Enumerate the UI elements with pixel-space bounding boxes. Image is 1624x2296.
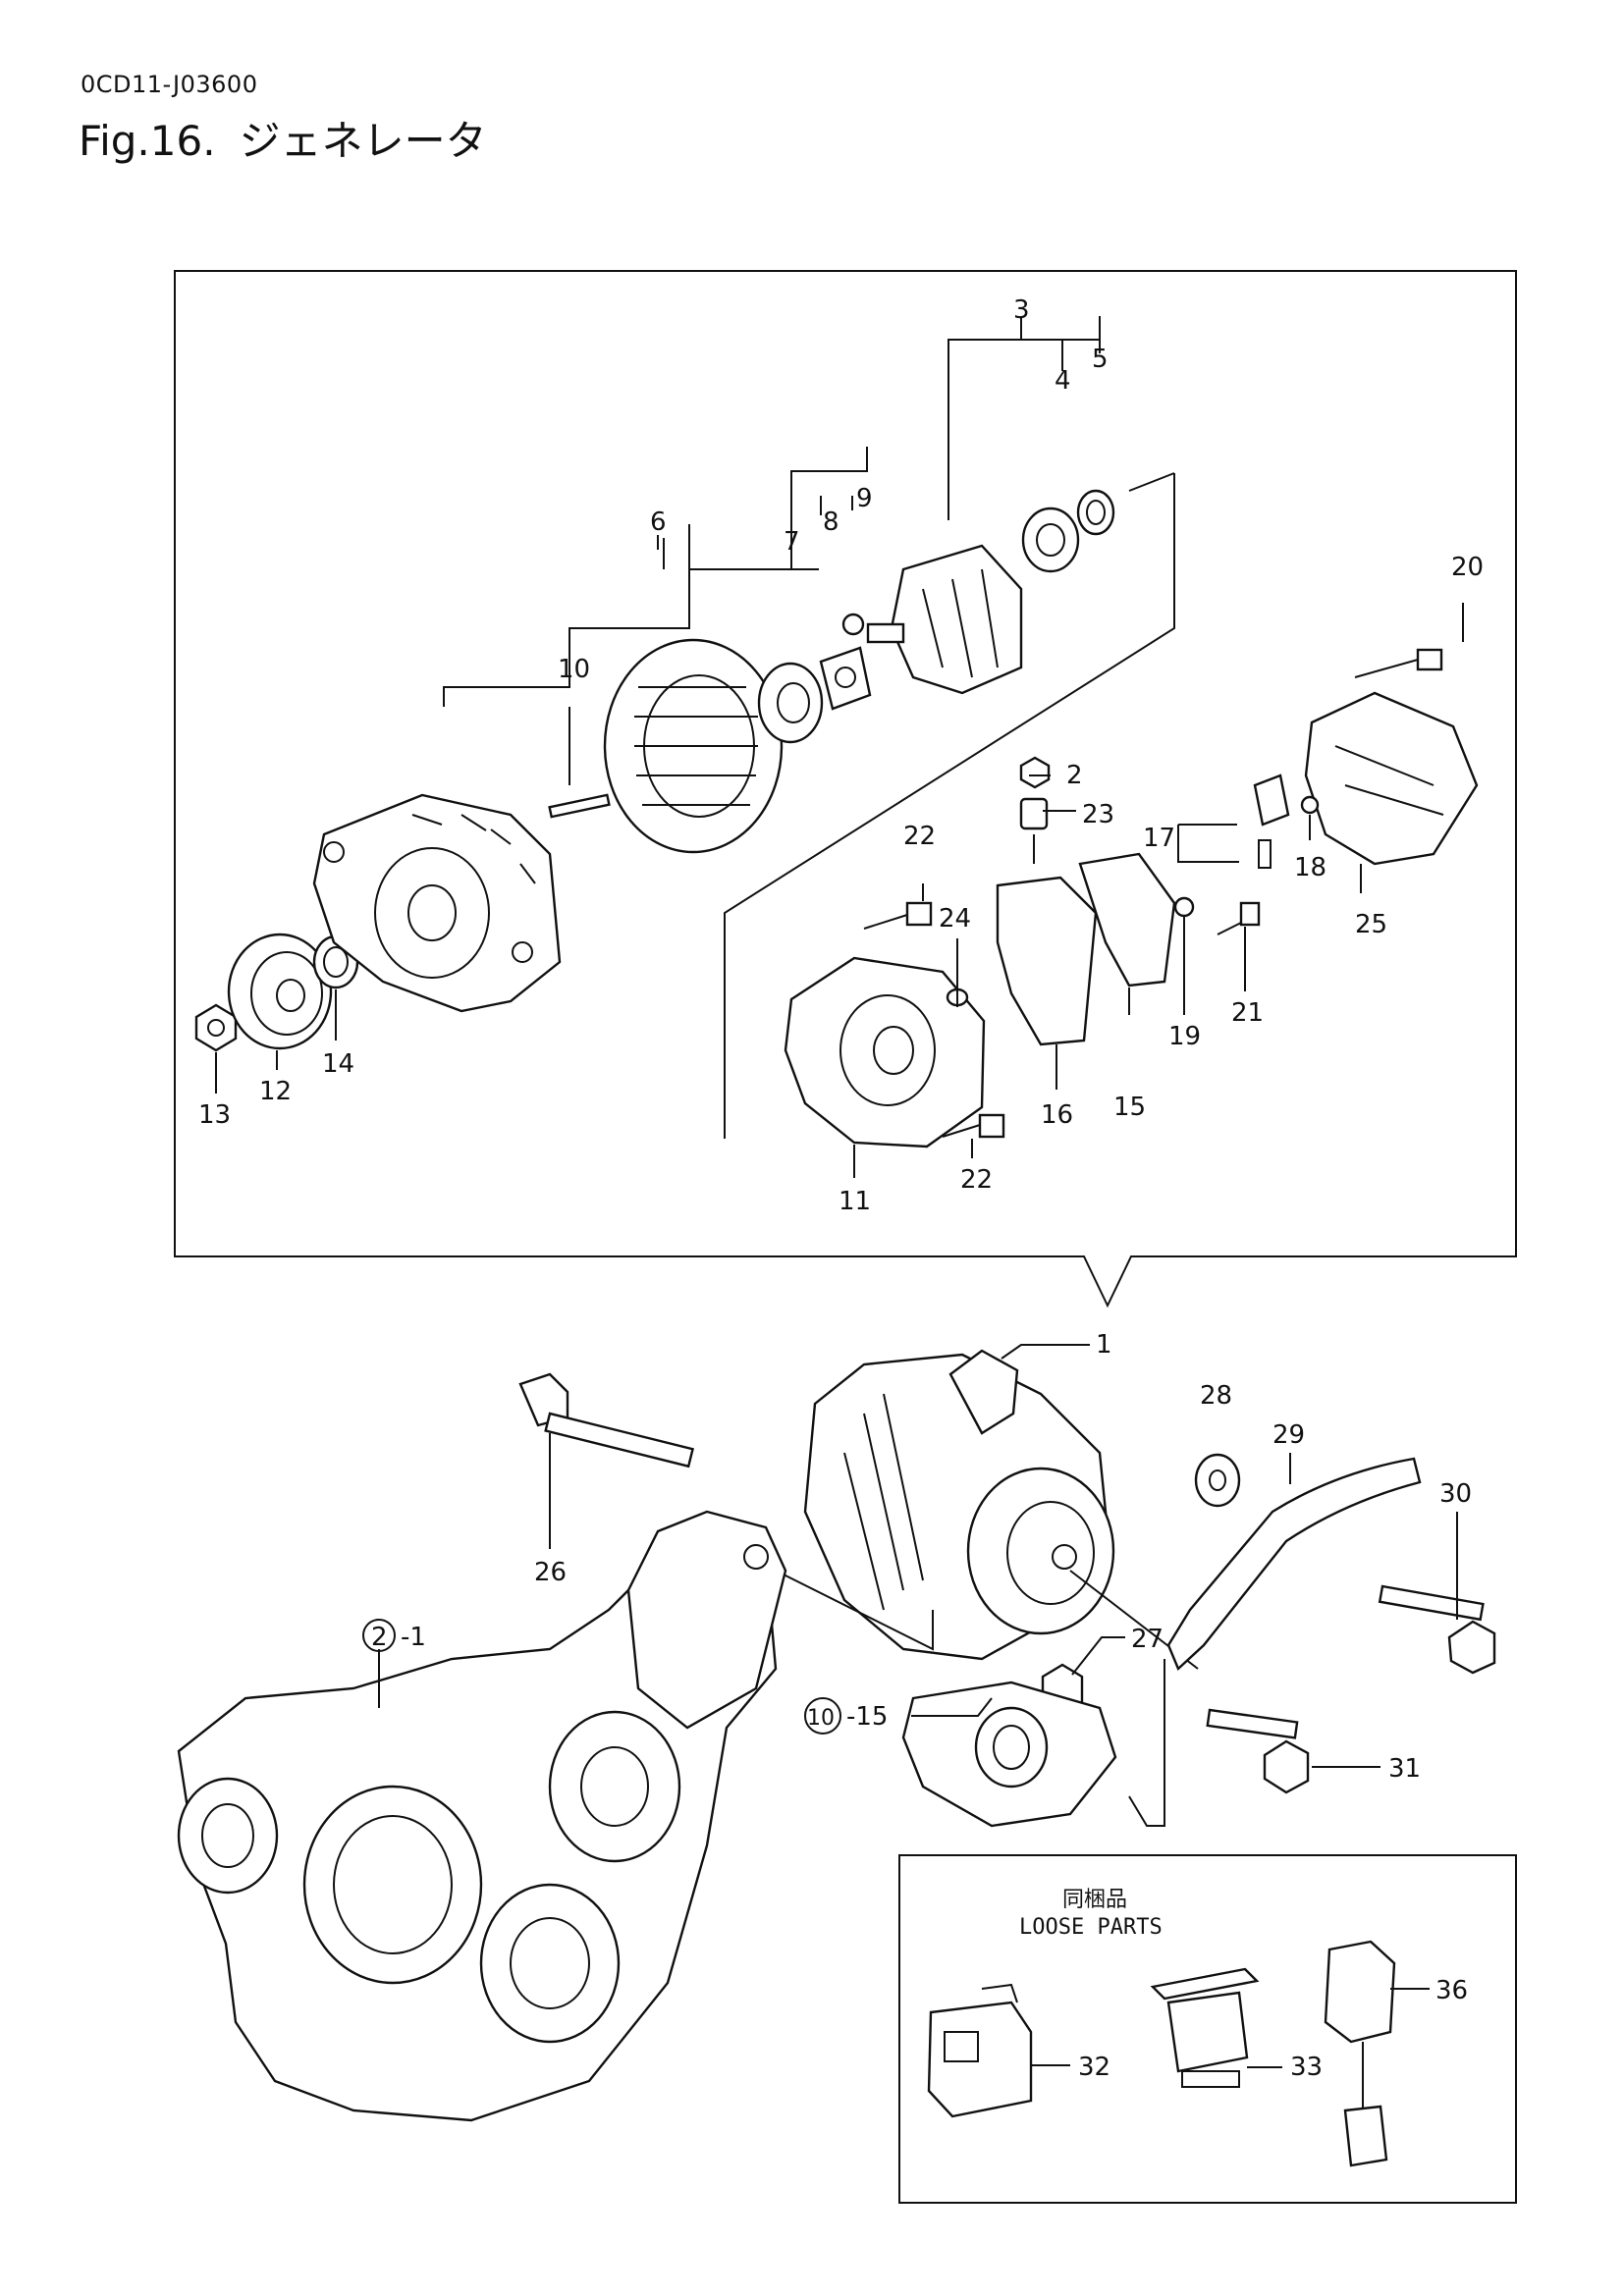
- label-31: 31: [1388, 1754, 1421, 1784]
- part-7-bearing: [757, 662, 824, 744]
- label-16: 16: [1041, 1100, 1073, 1130]
- label-5: 5: [1092, 345, 1109, 374]
- label-24: 24: [939, 904, 971, 934]
- part-17-brush-holder: [1253, 774, 1290, 869]
- label-33: 33: [1290, 2053, 1323, 2082]
- part-26-bolt: [518, 1372, 694, 1468]
- label-3: 3: [1013, 295, 1030, 325]
- part-11-rear-housing: [784, 956, 986, 1148]
- loose-parts-title-jp: 同梱品: [1062, 1888, 1127, 1912]
- detail-frame: [174, 270, 1517, 1308]
- part-20-bolt: [1354, 648, 1443, 678]
- label-25: 25: [1355, 910, 1387, 939]
- part-10-15: [901, 1681, 1117, 1828]
- part-23-insulator: [1019, 797, 1049, 864]
- label-12: 12: [259, 1077, 292, 1106]
- part-33-relay: [1150, 1967, 1260, 2088]
- part-6-stator: [603, 638, 784, 854]
- leader-3: [947, 316, 1101, 520]
- label-22-upper: 22: [903, 822, 936, 851]
- part-36-sensor: [1324, 1940, 1396, 2167]
- document-code: 0CD11-J03600: [81, 71, 258, 98]
- part-31-bolt: [1206, 1708, 1310, 1794]
- ref-10-suffix: -15: [846, 1702, 888, 1732]
- label-11: 11: [839, 1187, 871, 1216]
- part-4-bearing: [1021, 507, 1080, 573]
- loose-parts-box: [898, 1854, 1517, 2204]
- label-17: 17: [1143, 824, 1175, 853]
- label-leaders-top: [215, 603, 1464, 1178]
- label-10: 10: [558, 655, 590, 684]
- ref-2-suffix: -1: [401, 1623, 426, 1652]
- leader-6: [443, 447, 868, 707]
- front-housing: [312, 793, 562, 1013]
- part-12-pulley: [227, 933, 333, 1050]
- part-30-bolt: [1378, 1584, 1496, 1675]
- label-26: 26: [534, 1558, 567, 1587]
- leader-1: [1001, 1344, 1090, 1360]
- leader-6-head: [657, 496, 853, 569]
- part-25-rear-cover: [1304, 691, 1479, 866]
- label-7: 7: [784, 527, 800, 557]
- label-4: 4: [1055, 366, 1071, 396]
- part-3-rotor: [866, 544, 1023, 695]
- leader-rear-group: [724, 472, 1175, 1139]
- part-22-bolt-upper: [863, 901, 933, 930]
- alternator-bracket: [626, 1510, 787, 1730]
- part-13-nut: [194, 1003, 238, 1052]
- part-2-nut: [1019, 756, 1051, 789]
- part-16-rectifier: [996, 876, 1098, 1046]
- part-8-plate: [819, 646, 872, 711]
- label-6: 6: [650, 507, 667, 537]
- label-27: 27: [1131, 1625, 1164, 1654]
- part-18-screw: [1300, 795, 1320, 815]
- label-18: 18: [1294, 853, 1326, 882]
- leader-ref-b: [911, 1659, 1165, 1827]
- part-10-stud: [548, 793, 611, 819]
- ref-10-circle-text: 10: [807, 1706, 835, 1731]
- label-29: 29: [1272, 1420, 1305, 1450]
- label-15: 15: [1113, 1093, 1146, 1122]
- label-14: 14: [322, 1049, 354, 1079]
- part-22-bolt-lower: [942, 1113, 1005, 1139]
- label-20: 20: [1451, 553, 1484, 582]
- leader-27: [1071, 1636, 1125, 1676]
- part-5-collar: [1076, 489, 1115, 536]
- ref-2-circle-text: 2: [371, 1623, 388, 1652]
- part-9-screw: [841, 613, 865, 636]
- figure-title: Fig.16. ジェネレータ: [79, 108, 487, 168]
- label-2: 2: [1066, 761, 1083, 790]
- part-19-nut: [1173, 896, 1195, 918]
- loose-parts-title-en: LOOSE PARTS: [1019, 1915, 1163, 1940]
- ref-2-1: 2 -1: [362, 1619, 426, 1652]
- label-30: 30: [1439, 1479, 1472, 1509]
- label-36: 36: [1435, 1976, 1468, 2005]
- part-15-regulator: [1078, 852, 1176, 988]
- label-28: 28: [1200, 1381, 1232, 1411]
- part-21-bolt: [1217, 901, 1261, 935]
- part-28-spacer: [1194, 1453, 1241, 1508]
- label-1: 1: [1096, 1330, 1112, 1360]
- label-22-lower: 22: [960, 1165, 993, 1195]
- label-21: 21: [1231, 998, 1264, 1028]
- label-19: 19: [1168, 1022, 1201, 1051]
- label-23: 23: [1082, 800, 1114, 829]
- label-32: 32: [1078, 2053, 1110, 2082]
- label-9: 9: [856, 484, 873, 513]
- label-13: 13: [198, 1100, 231, 1130]
- gear-case: [177, 1529, 778, 2122]
- label-8: 8: [823, 507, 839, 537]
- figure-number: Fig.16.: [79, 117, 216, 165]
- part-32-relay: [927, 1983, 1033, 2118]
- ref-10-15: 10 -15: [804, 1697, 888, 1735]
- figure-title-text: ジェネレータ: [239, 117, 487, 165]
- generator-assembly: [803, 1349, 1115, 1661]
- part-29-bracket: [1166, 1457, 1422, 1672]
